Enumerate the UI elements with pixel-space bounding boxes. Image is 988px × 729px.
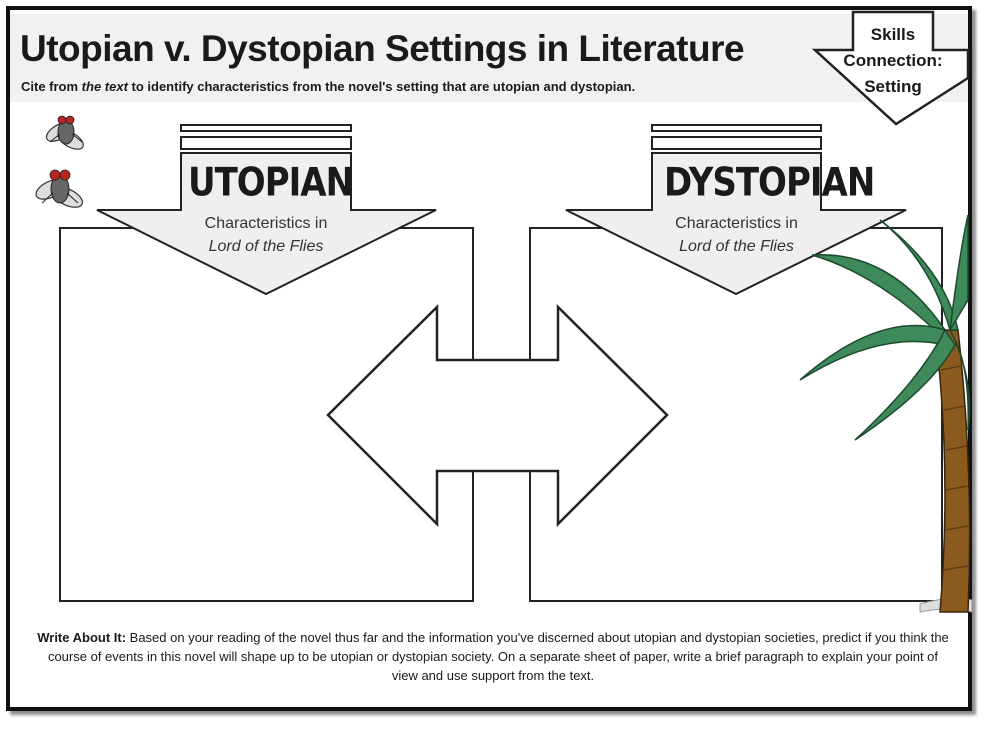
page-title: Utopian v. Dystopian Settings in Literat…	[20, 28, 745, 69]
dystopian-down-arrow	[565, 124, 907, 296]
fly-icon	[45, 115, 84, 150]
utopian-heading: UTOPIAN	[188, 160, 354, 206]
dystopian-heading: DYSTOPIAN	[664, 160, 875, 206]
write-about-text: Based on your reading of the novel thus …	[47, 630, 949, 683]
utopian-arrow-label: Characteristics in Lord of the Flies	[181, 212, 351, 258]
palm-tree-icon	[799, 214, 973, 613]
utopian-label-book: Lord of the Flies	[208, 238, 324, 255]
double-arrow-icon	[326, 304, 669, 528]
subtitle-text-start: Cite from	[21, 79, 82, 94]
dystopian-label-line-1: Characteristics in	[675, 215, 798, 232]
header-band	[10, 14, 968, 102]
dystopian-label-book: Lord of the Flies	[679, 238, 794, 255]
skills-connection-label: Skills Connection: Setting	[834, 22, 952, 100]
skills-arrow-shape	[811, 10, 970, 126]
skills-line-1: Skills	[870, 25, 916, 44]
skills-line-3: Setting	[864, 77, 922, 96]
write-about-it-prompt: Write About It: Based on your reading of…	[34, 628, 952, 685]
write-about-label: Write About It:	[37, 630, 127, 645]
skills-line-2: Connection:	[843, 51, 943, 70]
utopian-label-line-1: Characteristics in	[204, 215, 328, 232]
fly-icon	[35, 169, 83, 208]
subtitle-emphasis: the text	[81, 79, 128, 94]
dystopian-arrow-label: Characteristics in Lord of the Flies	[652, 212, 821, 258]
instructions-subtitle: Cite from the text to identify character…	[21, 79, 635, 94]
utopian-down-arrow	[96, 124, 437, 296]
subtitle-text-end: to identify characteristics from the nov…	[127, 79, 636, 94]
